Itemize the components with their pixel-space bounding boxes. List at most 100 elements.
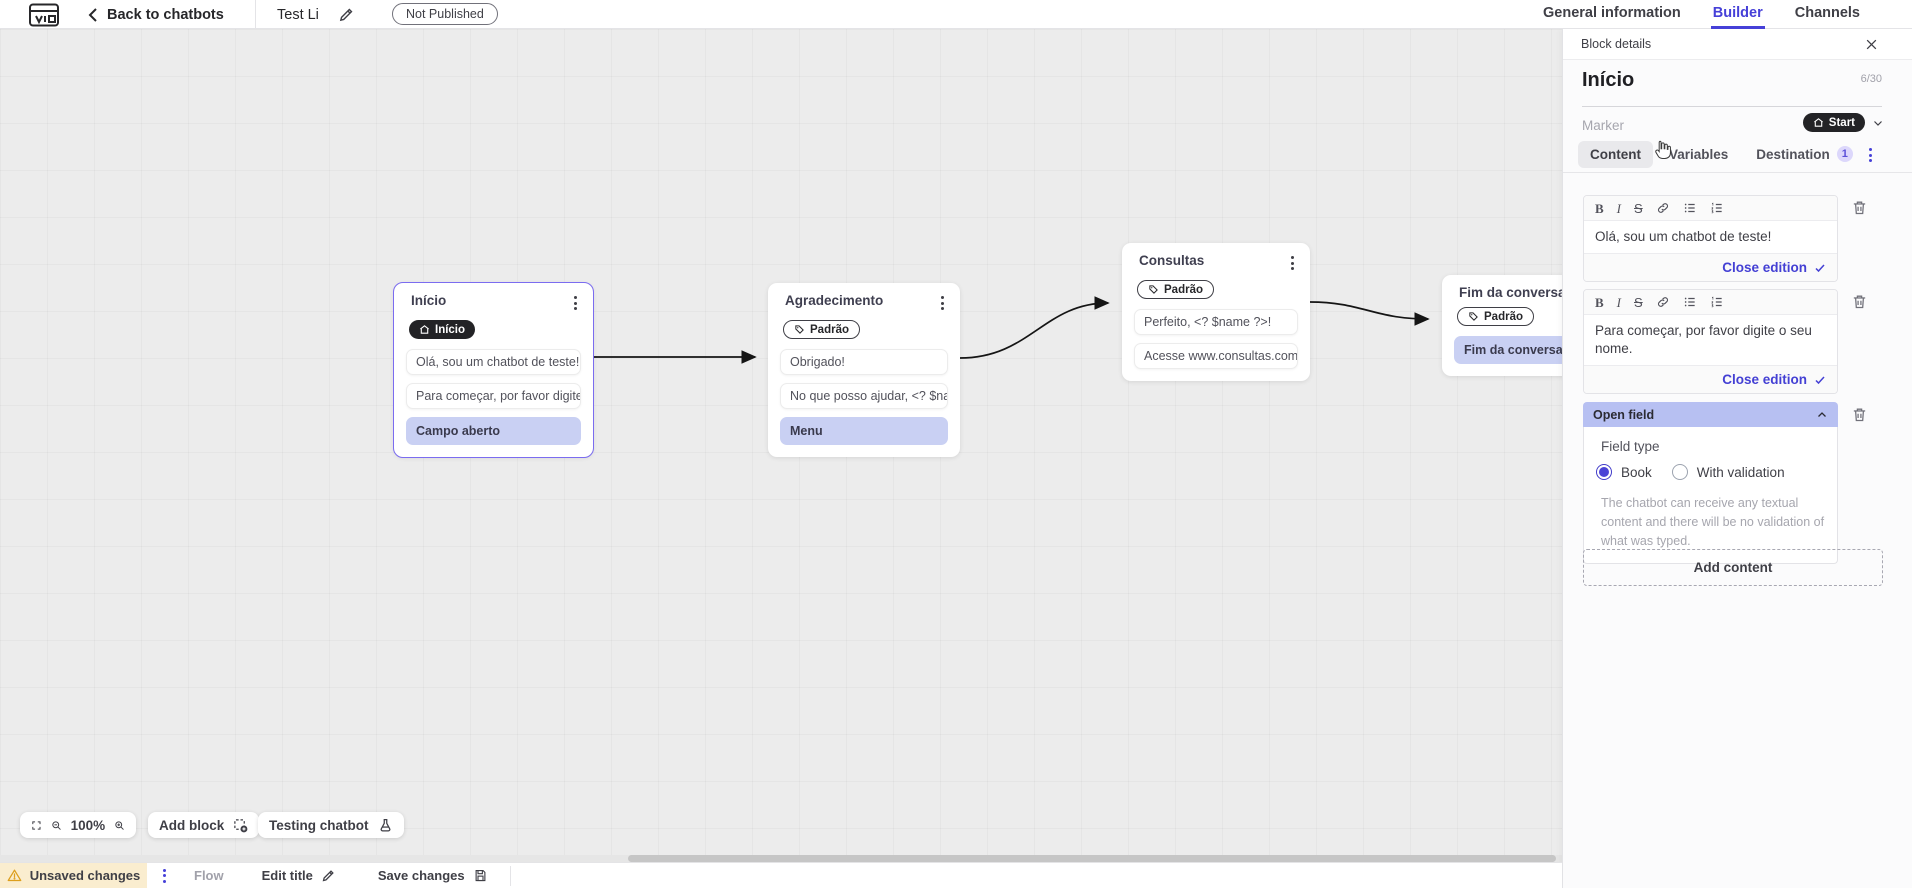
flask-icon xyxy=(380,818,390,831)
text-editor-2: B I S Para começar, por favor digite o s… xyxy=(1583,289,1838,395)
bold-icon[interactable]: B xyxy=(1595,294,1604,310)
tag-icon xyxy=(1469,312,1478,321)
open-field-title: Open field xyxy=(1593,407,1655,422)
bullet-list-icon[interactable] xyxy=(1683,295,1697,309)
editor-text[interactable]: Olá, sou um chatbot de teste! xyxy=(1595,229,1772,244)
tag-icon xyxy=(795,325,804,334)
block-field-item[interactable]: Campo aberto xyxy=(406,417,581,445)
block-marker-pill[interactable]: Padrão xyxy=(783,320,860,339)
strikethrough-icon[interactable]: S xyxy=(1634,200,1643,216)
chevron-up-icon[interactable] xyxy=(1816,409,1828,421)
field-type-description: The chatbot can receive any textual cont… xyxy=(1601,496,1825,548)
editor-text[interactable]: Para começar, por favor digite o seu nom… xyxy=(1595,323,1812,357)
block-title: Início xyxy=(411,293,447,308)
flow-block-inicio[interactable]: Início Início Olá, sou um chatbot de tes… xyxy=(393,282,594,458)
testing-chatbot-button[interactable]: Testing chatbot xyxy=(258,812,404,838)
field-type-label: Field type xyxy=(1601,439,1660,454)
close-edition-label: Close edition xyxy=(1722,260,1807,276)
connection-wires xyxy=(593,296,1430,364)
back-to-chatbots-button[interactable]: Back to chatbots xyxy=(88,0,224,29)
block-content-item[interactable]: Perfeito, <? $name ?>! xyxy=(1134,309,1298,335)
block-title: Consultas xyxy=(1139,253,1205,268)
ordered-list-icon[interactable] xyxy=(1710,201,1724,215)
flow-block-agradecimento[interactable]: Agradecimento Padrão Obrigado! No que po… xyxy=(768,283,960,457)
tab-general-information[interactable]: General information xyxy=(1543,5,1681,21)
tab-content[interactable]: Content xyxy=(1578,140,1653,168)
tab-variables[interactable]: Variables xyxy=(1657,141,1740,168)
edit-title-button[interactable]: Edit title xyxy=(262,868,336,883)
scrollbar-thumb[interactable] xyxy=(628,855,1556,862)
block-field-item[interactable]: Fim da conversa xyxy=(1454,336,1562,364)
block-content-item[interactable]: Obrigado! xyxy=(780,349,948,375)
bottom-status-bar: Unsaved changes Flow Edit title Save cha… xyxy=(0,862,1562,888)
block-marker-pill[interactable]: Padrão xyxy=(1137,280,1214,299)
block-field-item[interactable]: Menu xyxy=(780,417,948,445)
strikethrough-icon[interactable]: S xyxy=(1634,294,1643,310)
close-edition-button[interactable]: Close edition xyxy=(1584,365,1837,394)
block-menu-kebab-icon[interactable] xyxy=(937,293,948,313)
check-icon xyxy=(1815,264,1825,272)
close-icon[interactable] xyxy=(1865,38,1878,51)
block-name-input[interactable]: Início xyxy=(1582,69,1635,91)
block-content-item[interactable]: Acesse www.consultas.com par... xyxy=(1134,343,1298,369)
delete-content-icon[interactable] xyxy=(1851,293,1868,311)
zoom-level: 100% xyxy=(70,817,106,833)
edit-title-pencil-icon[interactable] xyxy=(338,6,355,23)
delete-content-icon[interactable] xyxy=(1851,199,1868,217)
radio-with-validation-label: With validation xyxy=(1696,464,1785,480)
field-type-options: Book With validation xyxy=(1596,464,1827,480)
marker-value-pill[interactable]: Start xyxy=(1802,113,1865,132)
statusbar-kebab-icon[interactable] xyxy=(159,866,170,886)
link-icon[interactable] xyxy=(1656,295,1670,309)
flow-selector[interactable]: Flow xyxy=(194,868,224,883)
open-field-header[interactable]: Open field xyxy=(1583,402,1838,427)
warning-icon xyxy=(7,869,22,882)
flow-block-fim-da-conversa[interactable]: Fim da conversa Padrão Fim da conversa xyxy=(1442,275,1562,376)
block-marker-pill[interactable]: Início xyxy=(409,320,476,339)
marker-pill-label: Padrão xyxy=(1164,283,1203,296)
block-menu-kebab-icon[interactable] xyxy=(570,293,581,313)
block-content-item[interactable]: Para começar, por favor digite o ... xyxy=(406,383,581,409)
panel-tabs-divider xyxy=(1563,172,1912,173)
testing-chatbot-label: Testing chatbot xyxy=(269,817,369,833)
bullet-list-icon[interactable] xyxy=(1683,201,1697,215)
block-marker-pill[interactable]: Padrão xyxy=(1457,307,1534,326)
canvas-horizontal-scrollbar[interactable] xyxy=(0,855,1562,862)
block-name-underline xyxy=(1582,106,1882,107)
italic-icon[interactable]: I xyxy=(1616,294,1622,310)
link-icon[interactable] xyxy=(1656,201,1670,215)
close-edition-label: Close edition xyxy=(1722,372,1807,388)
ordered-list-icon[interactable] xyxy=(1710,295,1724,309)
flow-canvas[interactable]: Início Início Olá, sou um chatbot de tes… xyxy=(0,29,1562,862)
app-logo-icon xyxy=(28,3,60,27)
save-changes-button[interactable]: Save changes xyxy=(378,868,488,883)
tab-channels[interactable]: Channels xyxy=(1794,5,1860,21)
richtext-toolbar: B I S xyxy=(1584,196,1837,221)
flow-block-consultas[interactable]: Consultas Padrão Perfeito, <? $name ?>! … xyxy=(1122,243,1310,381)
save-icon xyxy=(475,869,486,882)
zoom-out-icon[interactable] xyxy=(51,818,62,833)
richtext-toolbar: B I S xyxy=(1584,290,1837,315)
radio-book[interactable]: Book xyxy=(1596,464,1652,480)
block-content-item[interactable]: Olá, sou um chatbot de teste! xyxy=(406,349,581,375)
fullscreen-icon[interactable] xyxy=(31,818,42,833)
zoom-in-icon[interactable] xyxy=(114,818,125,833)
chatbot-title[interactable]: Test Li xyxy=(277,6,319,23)
block-menu-kebab-icon[interactable] xyxy=(1287,253,1298,273)
panel-tabs-kebab-icon[interactable] xyxy=(1865,145,1876,165)
chevron-down-icon[interactable] xyxy=(1872,117,1884,129)
top-header: Back to chatbots Test Li Not Published G… xyxy=(0,0,1912,29)
panel-header: Block details xyxy=(1563,29,1912,60)
italic-icon[interactable]: I xyxy=(1616,200,1622,216)
add-block-button[interactable]: Add block xyxy=(148,812,260,838)
add-content-button[interactable]: Add content xyxy=(1583,549,1883,586)
bold-icon[interactable]: B xyxy=(1595,200,1604,216)
tab-destination[interactable]: Destination 1 xyxy=(1744,140,1865,168)
tab-builder[interactable]: Builder xyxy=(1710,0,1765,29)
radio-with-validation[interactable]: With validation xyxy=(1671,464,1785,480)
delete-content-icon[interactable] xyxy=(1851,406,1868,424)
panel-header-label: Block details xyxy=(1581,37,1652,51)
close-edition-button[interactable]: Close edition xyxy=(1584,253,1837,282)
block-content-item[interactable]: No que posso ajudar, <? $name ... xyxy=(780,383,948,409)
marker-selector[interactable]: Start xyxy=(1802,113,1884,132)
